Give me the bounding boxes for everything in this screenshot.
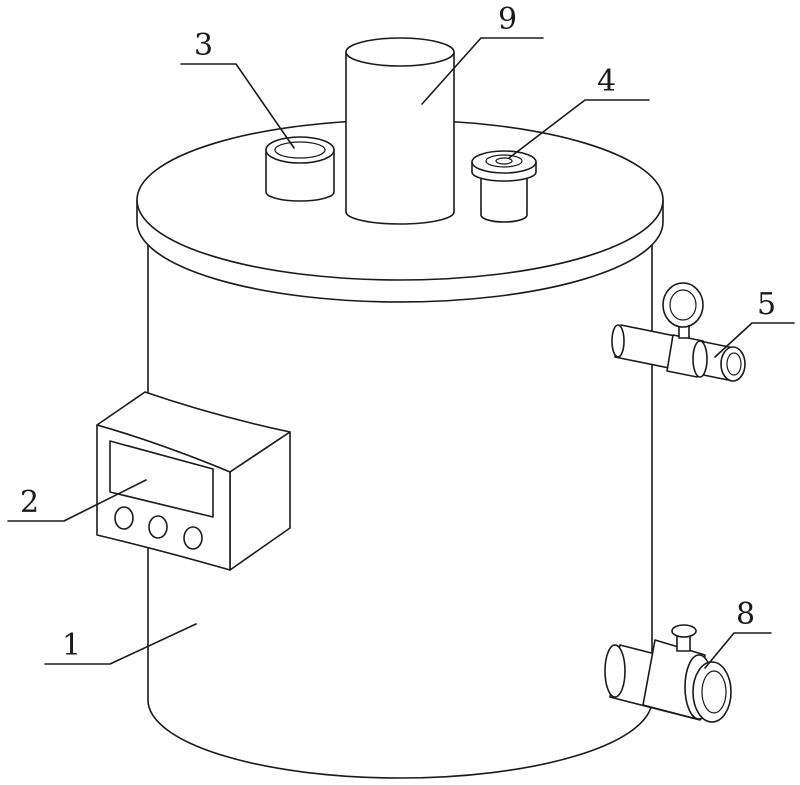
panel-button — [148, 515, 168, 539]
side-pipe-with-gauge — [611, 282, 746, 382]
leader-line-4 — [508, 99, 650, 159]
label-8: 8 — [736, 597, 755, 632]
leader-line-3 — [180, 63, 295, 149]
panel-button — [183, 526, 203, 550]
label-1: 1 — [62, 628, 81, 663]
leader-line-8 — [704, 632, 772, 669]
leader-line-2 — [7, 479, 147, 522]
label-5: 5 — [757, 287, 776, 322]
leader-line-5 — [714, 322, 795, 358]
label-9: 9 — [498, 2, 517, 37]
top-column — [345, 37, 455, 225]
inlet-port — [265, 136, 335, 202]
control-panel — [96, 391, 291, 571]
leader-lines — [7, 37, 795, 669]
label-4: 4 — [597, 64, 616, 99]
panel-display — [109, 440, 214, 518]
leader-line-1 — [44, 623, 197, 665]
tank-body — [147, 244, 653, 779]
leader-line-9 — [421, 37, 544, 105]
label-2: 2 — [20, 485, 39, 520]
reference-numerals: 9 3 4 5 2 1 8 — [20, 2, 776, 663]
outlet-port — [471, 150, 537, 223]
panel-button — [114, 506, 134, 530]
label-3: 3 — [194, 28, 213, 63]
bottom-valve — [604, 624, 732, 723]
